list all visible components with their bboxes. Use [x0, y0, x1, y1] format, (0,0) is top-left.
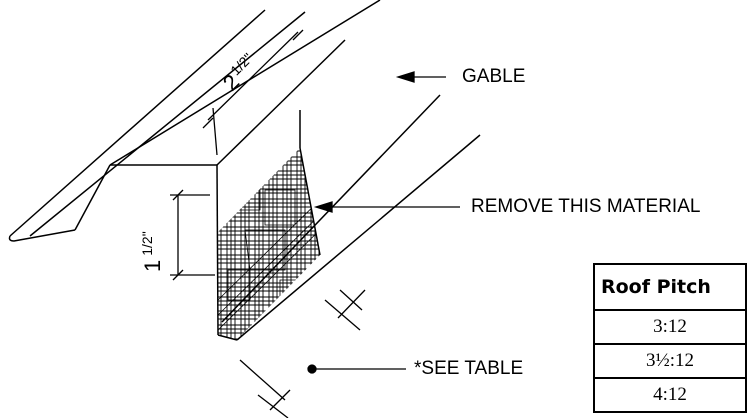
width-dimension [202, 29, 304, 156]
gable-board [8, 0, 381, 242]
see-table-label: *SEE TABLE [414, 358, 524, 379]
remove-material-leader [313, 201, 460, 213]
roof-pitch-row: 3:12 [593, 309, 747, 345]
remove-material-label: REMOVE THIS MATERIAL [471, 196, 701, 217]
roof-pitch-table: Roof Pitch 3:12 3½:12 4:12 [593, 263, 747, 413]
gable-label: GABLE [462, 66, 526, 87]
remove-material-hatch [218, 148, 320, 340]
height-dimension [170, 189, 215, 281]
gable-leader [395, 71, 446, 83]
height-dimension-label: 11/2" [139, 231, 165, 272]
see-table-leader [307, 364, 406, 374]
roof-pitch-row: 3½:12 [593, 343, 747, 379]
roof-pitch-row: 4:12 [593, 377, 747, 413]
see-table-dimension [239, 289, 366, 418]
roof-pitch-header: Roof Pitch [593, 263, 747, 311]
